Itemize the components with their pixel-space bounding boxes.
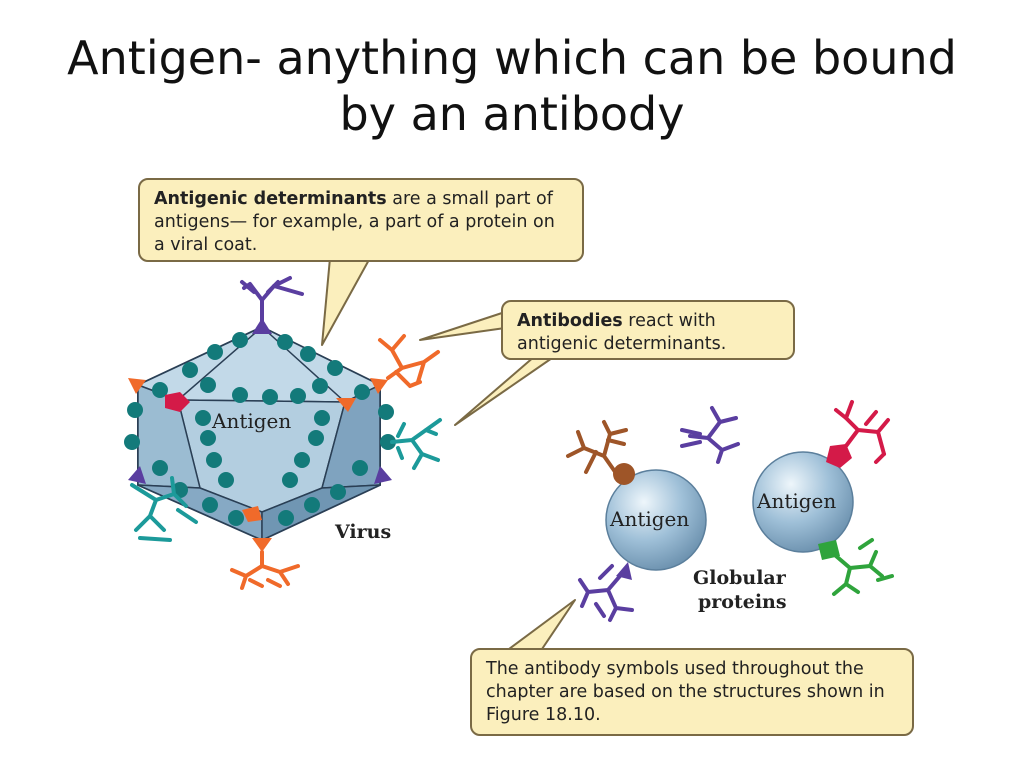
- antibody-icon: [240, 276, 304, 324]
- virus-capsid: [136, 325, 382, 542]
- antibody-icon: [680, 406, 740, 464]
- determinant-brown: [613, 463, 635, 485]
- callout-tail-antibodies-lower: [454, 355, 556, 426]
- callout-symbols-text: The antibody symbols used throughout the…: [486, 659, 885, 725]
- antibody-icon: [566, 420, 628, 478]
- antibody-icon: [390, 418, 442, 470]
- antibody-icon: [832, 538, 894, 596]
- antibody-icon: [230, 550, 300, 590]
- callout-tail-determinants: [321, 257, 371, 346]
- virus-antigen-label: Antigen: [211, 409, 291, 433]
- callout-antibodies: Antibodies react with antigenic determin…: [501, 300, 795, 360]
- callout-antigenic-determinants: Antigenic determinants are a small part …: [138, 178, 584, 262]
- callout-tail-symbols: [504, 599, 576, 653]
- globular-label-line2: proteins: [698, 591, 787, 613]
- callout-determinants-text: are a small part of antigens— for exampl…: [154, 189, 555, 255]
- callout-determinants-bold: Antigenic determinants: [154, 189, 387, 209]
- protein-antigen-left: [605, 469, 707, 571]
- callout-antibodies-text: react with antigenic determinants.: [517, 311, 727, 354]
- determinant-red: [826, 444, 852, 468]
- antibody-icon: [834, 400, 890, 464]
- protein-antigen-right: [752, 451, 854, 553]
- callout-antibody-symbols: The antibody symbols used throughout the…: [470, 648, 914, 736]
- slide-title: Antigen- anything which can be bound by …: [67, 31, 957, 141]
- antibody-icon: [130, 476, 198, 542]
- globular-label-line1: Globular: [693, 567, 787, 589]
- virus-label: Virus: [334, 521, 391, 543]
- callout-tail-antibodies-upper: [419, 311, 506, 341]
- virus-surface-dots: [124, 332, 396, 526]
- virus-determinant-markers: [128, 318, 392, 552]
- callout-antibodies-bold: Antibodies: [517, 311, 623, 331]
- antibody-icon: [378, 334, 440, 388]
- protein-antigen-label-1: Antigen: [609, 507, 689, 531]
- antibody-icon: [578, 564, 634, 622]
- protein-antigen-label-2: Antigen: [756, 489, 836, 513]
